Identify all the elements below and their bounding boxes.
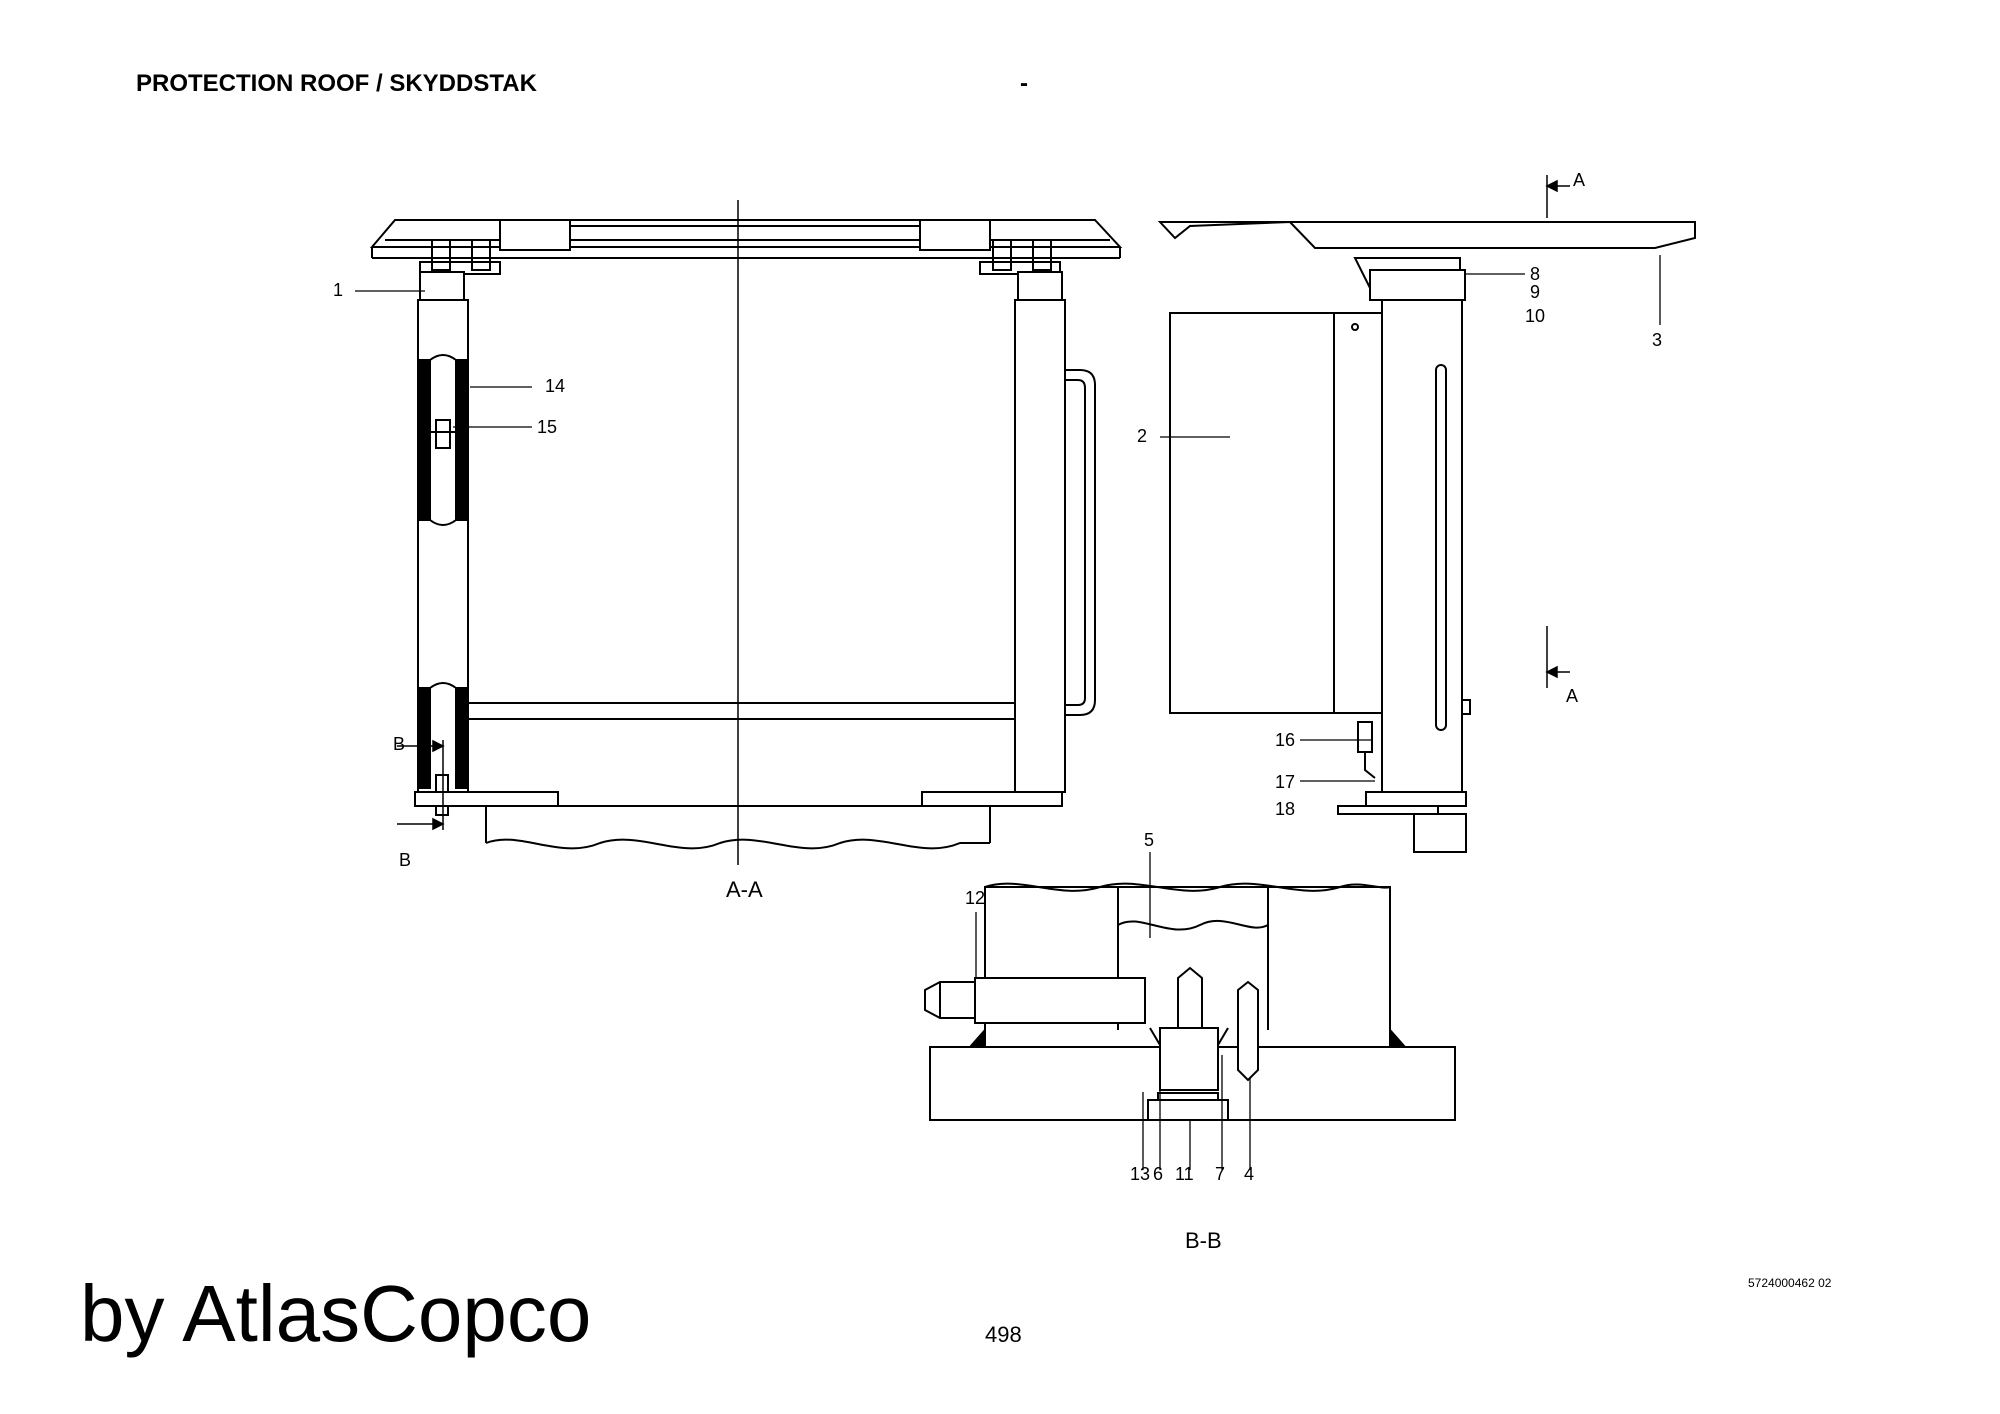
brand-footer: by AtlasCopco (80, 1269, 592, 1358)
page-number: 498 (985, 1322, 1022, 1347)
callout-2: 2 (1137, 426, 1147, 446)
callout-13: 13 (1130, 1164, 1150, 1184)
callout-4: 4 (1244, 1164, 1254, 1184)
leader-lines (355, 255, 1661, 1170)
view-bb (924, 882, 1456, 1121)
callout-18: 18 (1275, 799, 1295, 819)
callout-9: 9 (1530, 282, 1540, 302)
section-mark-a-bottom: A (1566, 686, 1578, 706)
callout-12: 12 (965, 888, 985, 908)
callout-14: 14 (545, 376, 565, 396)
callout-8: 8 (1530, 264, 1540, 284)
document-number: 5724000462 02 (1748, 1276, 1832, 1290)
section-b-arrows (397, 739, 445, 831)
view-label-aa: A-A (726, 877, 763, 902)
section-mark-a-top: A (1573, 170, 1585, 190)
callout-6: 6 (1153, 1164, 1163, 1184)
view-label-bb: B-B (1185, 1228, 1222, 1253)
view-aa (369, 200, 1123, 865)
section-mark-b-top: B (393, 734, 405, 754)
callout-17: 17 (1275, 772, 1295, 792)
callout-16: 16 (1275, 730, 1295, 750)
view-labels: A-A B-B (726, 877, 1222, 1253)
callout-7: 7 (1215, 1164, 1225, 1184)
callout-10: 10 (1525, 306, 1545, 326)
title-dash: - (1020, 70, 1028, 97)
callout-11: 11 (1175, 1164, 1194, 1184)
callout-5: 5 (1144, 830, 1154, 850)
section-a-arrows (1545, 175, 1570, 688)
page-title: PROTECTION ROOF / SKYDDSTAK (136, 70, 537, 97)
callout-labels: 1 2 3 4 5 6 7 8 9 10 11 12 13 14 15 16 1… (333, 264, 1662, 1184)
callout-3: 3 (1652, 330, 1662, 350)
view-side (1157, 220, 1696, 853)
callout-1: 1 (333, 280, 343, 300)
callout-15: 15 (537, 417, 557, 437)
section-mark-labels: A A B B (393, 170, 1585, 870)
section-mark-b-bottom: B (399, 850, 411, 870)
